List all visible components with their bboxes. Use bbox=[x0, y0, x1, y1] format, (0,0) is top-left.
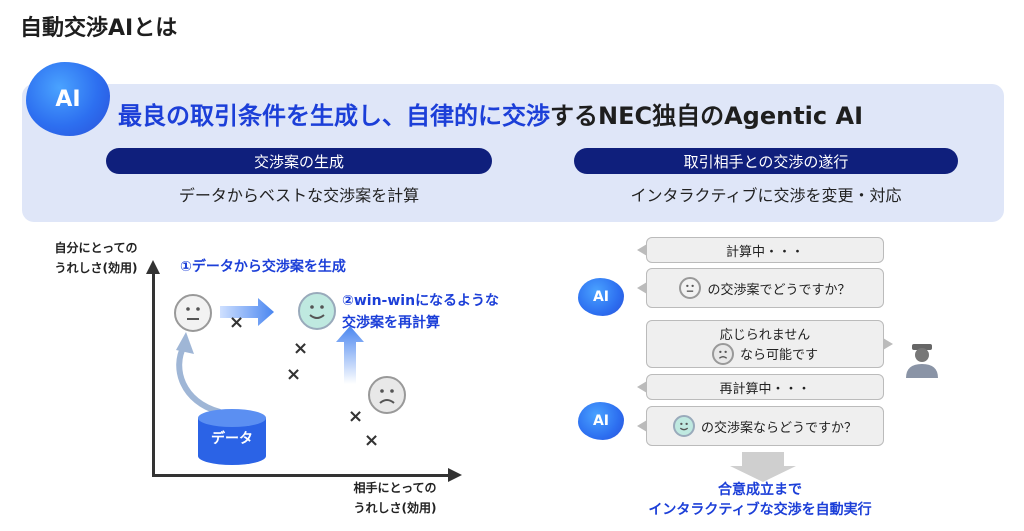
ai-agent-icon: AI bbox=[578, 402, 624, 440]
ai-new-proposal-bubble: の交渉案ならどうですか？ bbox=[637, 406, 884, 446]
conclusion-text: 合意成立まで インタラクティブな交渉を自動実行 bbox=[610, 480, 910, 520]
ai-agent-icon: AI bbox=[578, 278, 624, 316]
step2-label: ②win-winになるような 交渉案を再計算 bbox=[342, 290, 542, 334]
step1-label: ①データから交渉案を生成 bbox=[180, 259, 346, 275]
ai-badge-icon: AI bbox=[26, 62, 110, 136]
y-axis bbox=[152, 272, 155, 476]
headline-emphasis: 最良の取引条件を生成し、自律的に交渉 bbox=[118, 102, 550, 130]
x-axis-label-line1: 相手にとっての bbox=[353, 481, 437, 495]
ai-proposal-text: の交渉案でどうですか？ bbox=[707, 282, 851, 298]
arrow-up-icon bbox=[336, 326, 364, 384]
option-x-mark: × bbox=[293, 338, 309, 359]
reply-line2: なら可能です bbox=[739, 348, 818, 363]
neutral-face-icon bbox=[174, 294, 212, 332]
sad-face-icon bbox=[368, 376, 406, 414]
neutral-face-icon bbox=[679, 277, 702, 299]
page-title: 自動交渉AIとは bbox=[20, 16, 178, 41]
feature-desc-negotiation: インタラクティブに交渉を変更・対応 bbox=[630, 186, 902, 205]
ai-proposal-bubble: の交渉案でどうですか？ bbox=[637, 268, 884, 308]
x-axis bbox=[152, 474, 452, 477]
y-axis-label: 自分にとっての うれしさ(効用) bbox=[40, 238, 152, 278]
ai-recalc-status-bubble: 再計算中・・・ bbox=[637, 374, 884, 400]
y-axis-arrow bbox=[146, 260, 160, 274]
down-arrow-icon bbox=[730, 452, 796, 482]
database-icon bbox=[198, 409, 266, 465]
ai-new-proposal-text: の交渉案ならどうですか？ bbox=[700, 420, 857, 436]
option-x-mark: × bbox=[229, 312, 245, 333]
reply-line2-row: なら可能です bbox=[711, 342, 818, 365]
headline: 最良の取引条件を生成し、自律的に交渉するNEC独自のAgentic AI bbox=[118, 96, 998, 131]
x-axis-label: 相手にとっての うれしさ(効用) bbox=[330, 478, 460, 518]
feature-pill-negotiation: 取引相手との交渉の遂行 bbox=[574, 148, 958, 174]
headline-rest: するNEC独自のAgentic AI bbox=[550, 102, 863, 130]
option-x-mark: × bbox=[286, 364, 302, 385]
sad-face-icon bbox=[711, 342, 734, 365]
happy-face-icon bbox=[298, 292, 336, 330]
option-x-mark: × bbox=[364, 430, 380, 451]
y-axis-label-line2: うれしさ(効用) bbox=[54, 261, 138, 275]
arrow-right-icon bbox=[220, 298, 274, 326]
feature-pill-generation: 交渉案の生成 bbox=[106, 148, 492, 174]
ai-status-bubble: 計算中・・・ bbox=[637, 237, 884, 263]
happy-face-icon bbox=[672, 415, 695, 437]
step2-label-line1: ②win-winになるような bbox=[342, 293, 500, 309]
option-x-mark: × bbox=[348, 406, 364, 427]
conclusion-line1: 合意成立まで bbox=[718, 482, 802, 498]
x-axis-arrow bbox=[448, 468, 462, 482]
y-axis-label-line1: 自分にとっての bbox=[54, 241, 138, 255]
curved-arrow-icon bbox=[176, 344, 221, 414]
x-axis-label-line2: うれしさ(効用) bbox=[353, 501, 437, 515]
step2-label-line2: 交渉案を再計算 bbox=[342, 315, 440, 331]
diagram-arrows bbox=[176, 298, 364, 414]
feature-desc-generation: データからベストな交渉案を計算 bbox=[178, 186, 420, 205]
reply-line1: 応じられません bbox=[719, 327, 811, 343]
counterparty-reply-bubble: 応じられません なら可能です bbox=[646, 320, 893, 368]
database-label: データ bbox=[211, 431, 253, 447]
counterparty-person-icon bbox=[906, 344, 938, 378]
conclusion-line2: インタラクティブな交渉を自動実行 bbox=[648, 502, 872, 518]
